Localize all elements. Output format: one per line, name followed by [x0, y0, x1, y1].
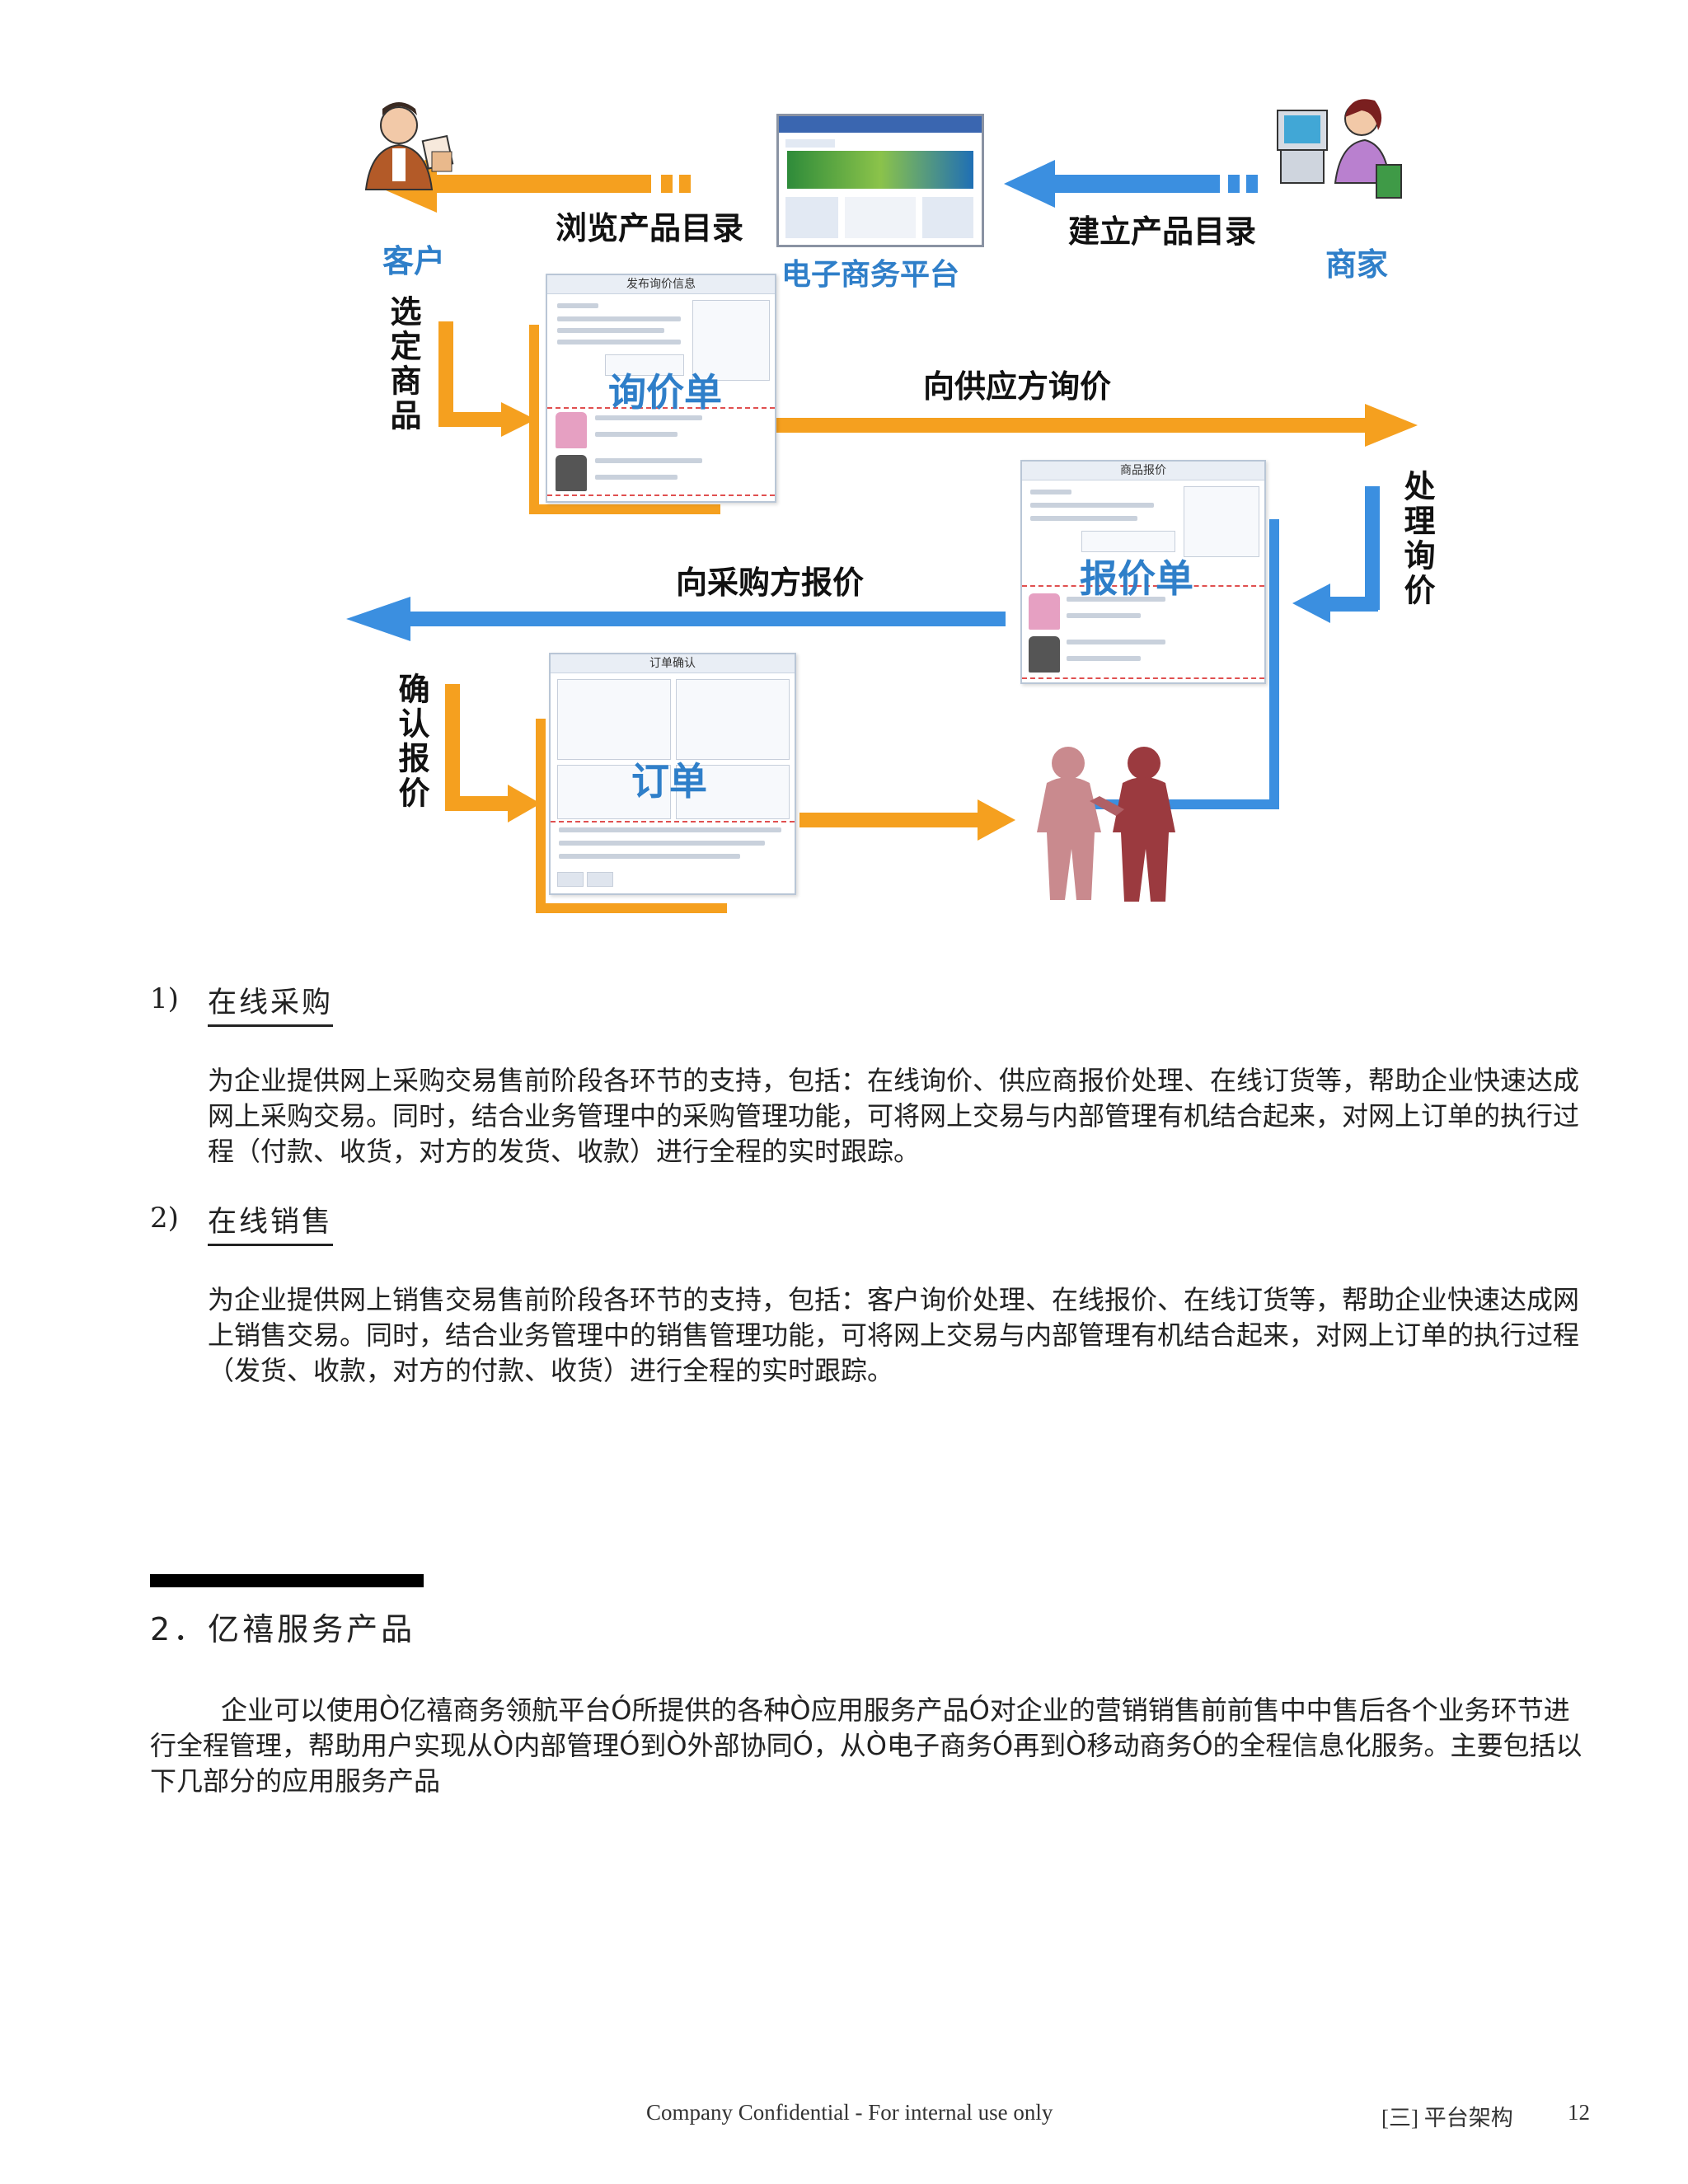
build-catalog-label: 建立产品目录 [1068, 213, 1257, 250]
diagram-arrows [346, 99, 1418, 913]
confirm-quote-arrow [445, 684, 541, 823]
handle-inquiry-arrow [1292, 486, 1380, 623]
confirm-quote-label: 确认报价 [393, 673, 429, 811]
order-frame [536, 719, 727, 913]
select-goods-label: 选定商品 [385, 295, 421, 434]
section-1-body: 为企业提供网上采购交易售前阶段各环节的支持，包括：在线询价、供应商报价处理、在线… [208, 1065, 1580, 1167]
ask-supplier-arrow [775, 404, 1418, 447]
merchant-label: 商家 [1325, 246, 1389, 283]
order-deal-arrow [799, 799, 1015, 841]
section-2-title: 在线销售 [208, 1198, 334, 1246]
footer-page-number: 12 [1568, 2100, 1590, 2125]
footer-section: [三] 平台架构 [1381, 2106, 1513, 2130]
ask-supplier-label: 向供应方询价 [923, 368, 1112, 405]
quote-sheet-label: 报价单 [1080, 556, 1193, 601]
web-platform-screenshot [776, 114, 984, 247]
handshake-icon [1037, 747, 1175, 902]
order-form-thumbnail: 订单确认 [549, 653, 796, 895]
browse-catalog-label: 浏览产品目录 [556, 210, 744, 246]
inquiry-sheet-label: 询价单 [608, 370, 722, 415]
inquiry-form-title: 发布询价信息 [547, 275, 775, 294]
heading-bar [150, 1574, 424, 1587]
customer-label: 客户 [382, 243, 446, 279]
merchant-computer-icon [1277, 99, 1402, 199]
section-2-body: 为企业提供网上销售交易售前阶段各环节的支持，包括：客户询价处理、在线报价、在线订… [208, 1284, 1580, 1386]
section-1-title: 在线采购 [208, 979, 334, 1027]
ecommerce-process-diagram: 发布询价信息 商品报价 订单确认 [346, 91, 1451, 915]
order-form-title: 订单确认 [551, 654, 795, 673]
quote-buyer-label: 向采购方报价 [676, 565, 865, 601]
platform-label: 电子商务平台 [781, 258, 960, 292]
heading-2: 2．亿禧服务产品 [150, 1611, 416, 1647]
quote-form-thumbnail: 商品报价 [1020, 460, 1266, 684]
intro-paragraph: 企业可以使用Ò亿禧商务领航平台Ó所提供的各种Ò应用服务产品Ó对企业的营销销售前前… [150, 1694, 1582, 1797]
quote-form-title: 商品报价 [1022, 462, 1264, 480]
inquiry-form-thumbnail: 发布询价信息 [546, 274, 776, 503]
businessman-icon [364, 102, 454, 190]
section-2-number: 2) [150, 1202, 179, 1235]
quote-buyer-arrow [346, 597, 1006, 641]
section-1-number: 1) [150, 982, 179, 1015]
inquiry-frame [529, 325, 720, 514]
build-catalog-arrow [1004, 160, 1258, 208]
order-label: 订单 [631, 759, 707, 804]
handle-inquiry-label: 处理询价 [1399, 470, 1435, 608]
footer-confidential: Company Confidential - For internal use … [646, 2100, 1053, 2125]
select-goods-arrow [438, 321, 536, 437]
